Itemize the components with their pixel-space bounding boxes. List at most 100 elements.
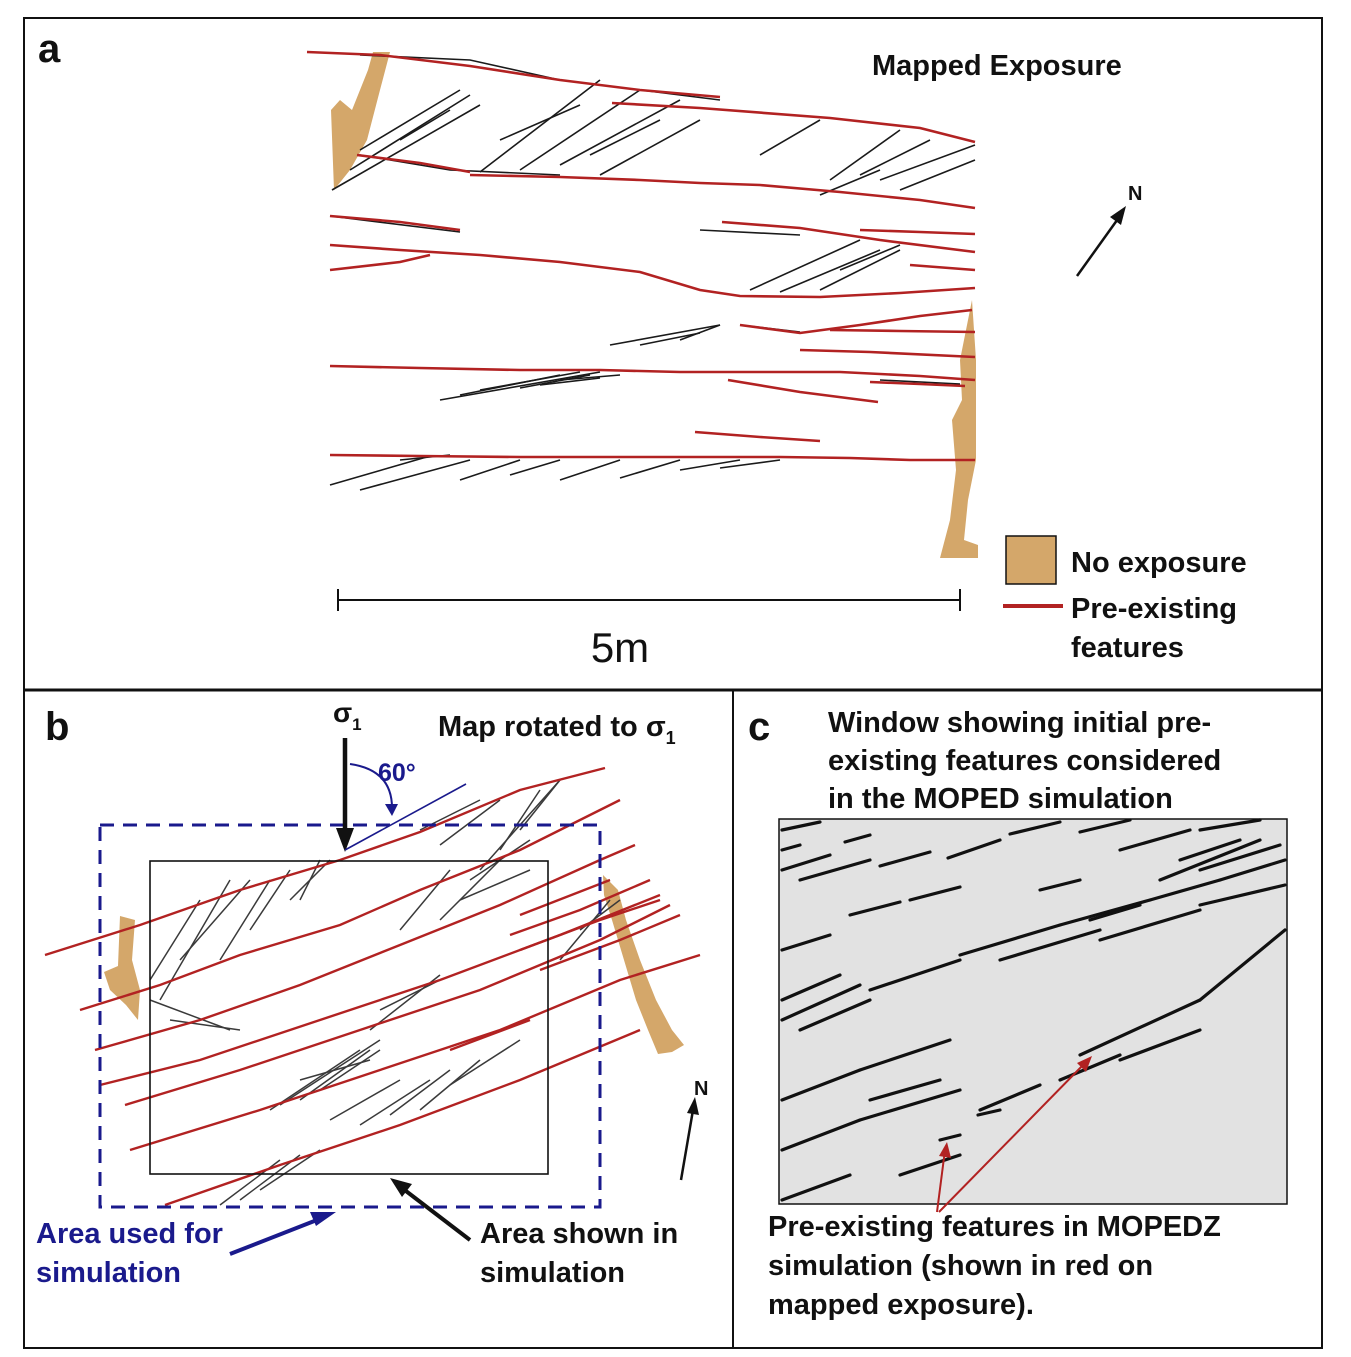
fracture-trace: [539, 377, 601, 386]
area-shown-label-2: simulation: [480, 1257, 625, 1289]
fracture-trace: [559, 459, 621, 481]
fracture-trace: [879, 144, 976, 181]
pre-existing-trace-rotated: [79, 798, 621, 1012]
pointer-head-2: [1077, 1056, 1092, 1072]
simulation-feature-trace: [1218, 858, 1287, 882]
simulation-feature-trace: [1198, 928, 1287, 1002]
panel-c-caption-1: Pre-existing features in MOPEDZ: [768, 1211, 1221, 1243]
fracture-trace: [699, 229, 801, 236]
panel-c-caption-2: simulation (shown in red on: [768, 1250, 1153, 1282]
pre-existing-trace-rotated: [519, 898, 661, 952]
legend-label-pre-existing-2: features: [1071, 632, 1184, 664]
fracture-trace: [331, 104, 481, 191]
fracture-trace: [819, 249, 901, 291]
simulation-feature-trace: [780, 853, 832, 872]
fracture-trace-rotated: [319, 1049, 381, 1091]
simulation-feature-trace: [1008, 820, 1062, 836]
pre-existing-trace-rotated: [519, 878, 611, 917]
north-label-b: N: [694, 1078, 708, 1100]
simulation-feature-trace: [858, 1088, 962, 1122]
fracture-trace-rotated: [169, 1019, 241, 1031]
pointer-line-2: [938, 1062, 1086, 1213]
fracture-trace-rotated: [519, 779, 561, 831]
fracture-trace: [509, 459, 561, 476]
simulation-feature-trace: [1148, 878, 1222, 902]
fracture-trace: [749, 239, 861, 291]
simulation-feature-trace: [780, 820, 822, 832]
pre-existing-trace: [329, 364, 976, 382]
fracture-trace: [719, 459, 781, 469]
pre-existing-trace-rotated: [164, 1028, 641, 1207]
angle-arc: [349, 763, 393, 809]
legend-a: No exposure Pre-existing features: [1003, 535, 1247, 664]
shown-area-rect: [149, 860, 549, 1175]
panel-b: b σ1 Map rotated to σ1 60° N Area used f…: [36, 697, 708, 1289]
area-shown-arrow-head: [390, 1178, 412, 1197]
fracture-trace-rotated: [179, 879, 251, 961]
fracture-trace-rotated: [439, 859, 501, 921]
pre-existing-features-b: [44, 766, 701, 1207]
panel-b-letter: b: [45, 705, 69, 749]
fracture-trace: [559, 374, 621, 381]
area-sim-arrow-head: [310, 1212, 336, 1226]
area-sim-label-2: simulation: [36, 1257, 181, 1289]
pre-existing-trace: [329, 243, 976, 299]
pre-existing-trace: [859, 228, 976, 236]
no-exposure-area-left: [331, 52, 390, 190]
fracture-set-b: [149, 779, 621, 1206]
fracture-trace: [619, 459, 681, 479]
fracture-trace: [599, 119, 701, 176]
pre-existing-features-a: [306, 50, 976, 462]
fracture-trace-rotated: [279, 1039, 381, 1106]
outer-frame: [23, 17, 1323, 1349]
simulation-feature-trace: [1198, 883, 1287, 907]
angle-label: 60°: [378, 759, 416, 787]
pointer-head-1: [939, 1142, 951, 1158]
angle-arc-head: [385, 804, 398, 816]
simulation-feature-trace: [1058, 1053, 1122, 1082]
simulation-feature-trace: [958, 923, 1062, 957]
no-exposure-area-right: [940, 300, 978, 558]
area-sim-label-1: Area used for: [36, 1218, 223, 1250]
fracture-trace: [859, 139, 931, 176]
fracture-trace: [779, 249, 881, 293]
fracture-trace-rotated: [389, 1069, 451, 1116]
pointer-line-1: [936, 1149, 946, 1213]
simulation-feature-trace: [798, 858, 872, 882]
fracture-trace-rotated: [149, 999, 231, 1031]
pre-existing-trace-rotated: [539, 913, 681, 972]
pre-existing-trace: [611, 101, 976, 144]
simulation-feature-trace: [898, 1153, 962, 1177]
simulation-feature-trace: [780, 983, 862, 1022]
fracture-trace: [479, 371, 581, 391]
simulation-features: [780, 818, 1287, 1202]
simulation-feature-trace: [798, 998, 872, 1032]
no-exposure-area-b-right: [603, 875, 684, 1054]
fracture-trace-rotated: [149, 899, 201, 981]
simulation-feature-trace: [1178, 838, 1242, 862]
area-sim-arrow: [229, 1216, 323, 1256]
pre-existing-trace: [799, 348, 976, 359]
fracture-trace: [439, 371, 601, 401]
simulation-feature-trace: [938, 1133, 962, 1142]
fracture-trace: [609, 324, 721, 346]
pre-existing-trace-rotated: [449, 1018, 531, 1052]
simulation-feature-trace: [1118, 1028, 1202, 1062]
pre-existing-trace: [869, 380, 966, 388]
pre-existing-trace-rotated: [129, 953, 701, 1152]
panel-c-title-3: in the MOPED simulation: [828, 783, 1173, 815]
simulation-feature-trace: [858, 1038, 952, 1072]
panel-c-title-2: existing features considered: [828, 745, 1221, 777]
pre-existing-trace-rotated: [94, 843, 636, 1052]
simulation-feature-trace: [780, 843, 802, 852]
fracture-trace: [329, 455, 431, 486]
simulation-feature-trace: [868, 1078, 942, 1102]
pre-existing-trace: [694, 430, 821, 443]
fracture-trace-rotated: [249, 869, 291, 931]
pre-existing-trace-rotated: [44, 766, 606, 957]
fracture-trace-rotated: [499, 789, 541, 851]
fracture-trace-rotated: [399, 869, 451, 931]
panel-a-letter: a: [38, 27, 61, 71]
fracture-trace: [559, 99, 681, 166]
fracture-trace-rotated: [219, 879, 271, 961]
